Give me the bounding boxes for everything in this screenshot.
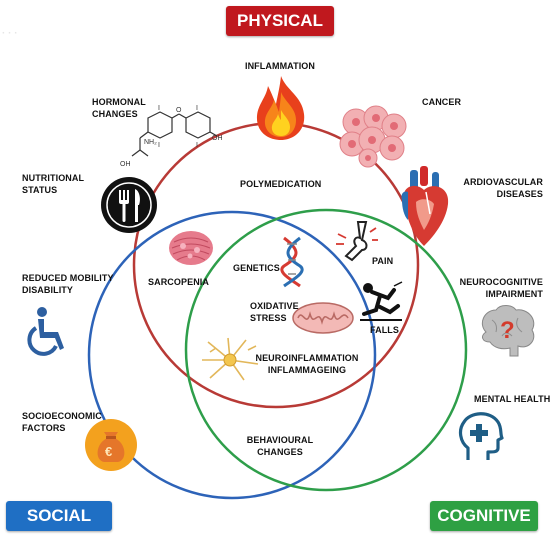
watermark-text: · · ·	[2, 28, 18, 39]
label-genetics: GENETICS	[233, 263, 280, 273]
cancer-cells-icon	[339, 105, 407, 168]
cognitive-circle	[184, 208, 468, 492]
neuron-icon	[202, 337, 259, 381]
svg-text:?: ?	[500, 317, 515, 344]
falling-person-icon	[360, 281, 403, 321]
mental-health-head-icon	[458, 412, 504, 460]
label-falls: FALLS	[370, 325, 399, 335]
cognitive-badge: COGNITIVE	[430, 501, 538, 531]
svg-text:NH₂: NH₂	[144, 139, 157, 146]
svg-text:I: I	[196, 142, 198, 149]
label-cancer: CANCER	[422, 97, 462, 107]
social-badge: SOCIAL	[6, 501, 112, 531]
svg-text:I: I	[196, 105, 198, 112]
svg-text:OH: OH	[212, 135, 223, 142]
brain-question-icon: ?	[481, 305, 535, 357]
svg-text:I: I	[158, 105, 160, 112]
hormone-molecule-icon: O I I I I OH NH₂ OH	[120, 105, 223, 168]
mitochondrion-icon	[292, 302, 354, 334]
wheelchair-icon	[27, 307, 64, 356]
joint-pain-icon	[336, 221, 378, 262]
label-inflammation: INFLAMMATION	[244, 61, 316, 71]
svg-text:€: €	[105, 444, 112, 459]
physical-badge: PHYSICAL	[226, 6, 334, 36]
svg-text:I: I	[158, 142, 160, 149]
dna-icon	[280, 236, 304, 288]
heart-icon	[401, 166, 449, 246]
fork-knife-icon	[101, 177, 157, 233]
label-mental-health: MENTAL HEALTH	[474, 394, 550, 404]
muscle-tissue-icon	[169, 231, 213, 265]
svg-text:OH: OH	[120, 161, 131, 168]
social-circle	[87, 210, 377, 500]
label-pain: PAIN	[372, 256, 394, 266]
label-sarcopenia: SARCOPENIA	[148, 277, 210, 287]
svg-text:O: O	[176, 107, 182, 114]
label-polymedication: POLYMEDICATION	[240, 179, 322, 189]
money-bag-icon: €	[85, 419, 137, 471]
fire-icon	[256, 76, 305, 140]
